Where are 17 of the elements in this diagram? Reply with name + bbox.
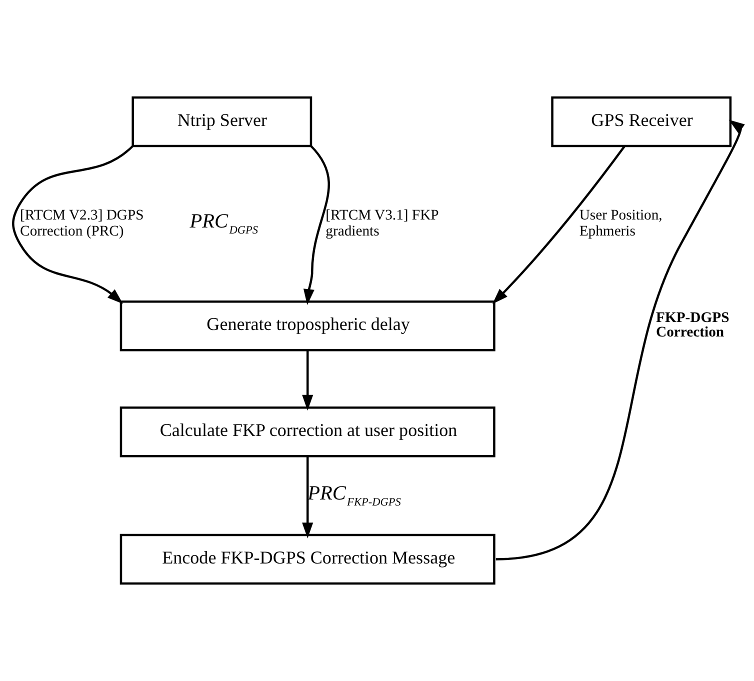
- node-box: Encode FKP-DGPS Correction Message: [120, 534, 496, 585]
- edge-label: PRC$_{FKP-DGPS}$: [308, 482, 401, 508]
- arrow: [302, 350, 314, 411]
- arrow: [492, 145, 626, 304]
- arrow: [12, 145, 134, 304]
- arrow: [303, 145, 330, 305]
- arrow: [302, 456, 314, 538]
- edge-label: FKP-DGPS Correction: [656, 310, 730, 340]
- node-box: GPS Receiver: [551, 96, 732, 148]
- label: PRC$_{DGPS}$: [190, 210, 258, 237]
- arrow: [496, 120, 745, 560]
- edge-label: User Position, Ephmeris: [579, 208, 662, 240]
- node-box: Ntrip Server: [132, 96, 312, 148]
- node-box: Generate tropospheric delay: [120, 300, 496, 352]
- edge-label: [RTCM V2.3] DGPS Correction (PRC): [20, 208, 144, 240]
- edge-label: [RTCM V3.1] FKP gradients: [326, 208, 439, 240]
- node-box: Calculate FKP correction at user position: [120, 406, 496, 458]
